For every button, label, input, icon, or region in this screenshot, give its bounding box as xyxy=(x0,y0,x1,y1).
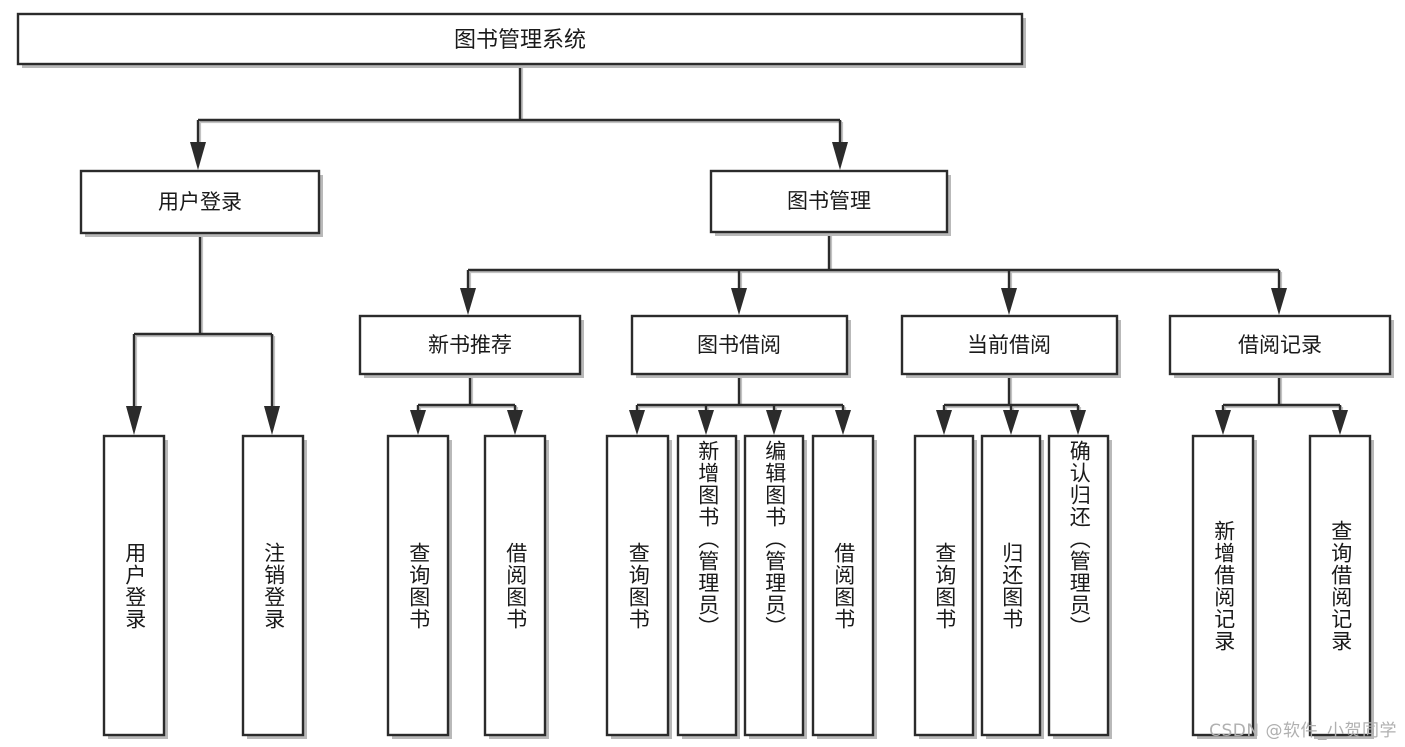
leaf-borrow-book-rect[interactable] xyxy=(811,434,875,737)
arrow-head-leaf-edit-book-admin xyxy=(766,410,782,435)
watermark: CSDN @软件_小贺同学 xyxy=(1209,721,1397,741)
arrow-head-user-login xyxy=(190,142,206,170)
leaf-query-book-borrow-rect[interactable] xyxy=(605,434,670,737)
node-current-borrow-label: 当前借阅 xyxy=(967,333,1051,357)
arrow-head-leaf-user-login xyxy=(126,406,142,435)
arrow-head-leaf-add-borrow-record xyxy=(1215,410,1231,435)
arrow-head-leaf-return-book xyxy=(1003,410,1019,435)
leaf-logout-rect[interactable] xyxy=(241,434,305,737)
node-borrow-record[interactable]: 借阅记录 xyxy=(1168,314,1394,378)
node-borrow-record-rect[interactable] xyxy=(1168,314,1392,376)
arrow-head-current-borrow xyxy=(1001,288,1017,315)
leaf-edit-book-admin-rect[interactable] xyxy=(743,434,805,737)
node-current-borrow-rect[interactable] xyxy=(900,314,1119,376)
leaf-node-rects xyxy=(102,434,1374,739)
node-borrow-record-label: 借阅记录 xyxy=(1238,333,1322,357)
leaf-borrow-book-recommend-rect[interactable] xyxy=(483,434,547,737)
node-new-book-recommend-rect[interactable] xyxy=(358,314,582,376)
arrow-head-leaf-query-borrow-record xyxy=(1332,410,1348,435)
connector-group-new-book-recommend xyxy=(410,374,523,435)
node-book-management[interactable]: 图书管理 xyxy=(709,169,951,236)
node-current-borrow[interactable]: 当前借阅 xyxy=(900,314,1121,378)
leaf-confirm-return-admin-rect[interactable] xyxy=(1047,434,1110,737)
node-user-login-label: 用户登录 xyxy=(158,190,242,214)
leaf-query-book-recommend-rect[interactable] xyxy=(386,434,450,737)
leaf-query-book-current-rect[interactable] xyxy=(913,434,975,737)
arrow-head-leaf-query-book-recommend xyxy=(410,410,426,435)
node-root-label: 图书管理系统 xyxy=(454,28,586,53)
arrow-head-borrow-record xyxy=(1271,288,1287,315)
node-root[interactable]: 图书管理系统 xyxy=(16,12,1026,68)
leaf-add-borrow-record-rect[interactable] xyxy=(1191,434,1255,737)
arrow-head-leaf-borrow-book-recommend xyxy=(507,410,523,435)
connector-group-book-borrow xyxy=(629,374,851,435)
connector-group-book-management xyxy=(460,232,1287,315)
connector-group-borrow-record xyxy=(1215,374,1348,435)
node-new-book-recommend[interactable]: 新书推荐 xyxy=(358,314,584,378)
node-book-management-rect[interactable] xyxy=(709,169,949,234)
node-user-login-rect[interactable] xyxy=(79,169,321,235)
node-user-login[interactable]: 用户登录 xyxy=(79,169,323,237)
node-root-rect[interactable] xyxy=(16,12,1024,66)
node-book-management-label: 图书管理 xyxy=(787,189,871,213)
node-book-borrow-rect[interactable] xyxy=(630,314,849,376)
arrow-head-leaf-query-book-borrow xyxy=(629,410,645,435)
connector-group-root xyxy=(190,64,848,170)
arrow-head-leaf-query-book-current xyxy=(936,410,952,435)
node-book-borrow[interactable]: 图书借阅 xyxy=(630,314,851,378)
connector-group-user-login xyxy=(126,233,280,435)
arrow-head-leaf-borrow-book xyxy=(835,410,851,435)
leaf-return-book-rect[interactable] xyxy=(980,434,1042,737)
connector-group-current-borrow xyxy=(936,374,1086,435)
arrow-head-leaf-add-book-admin xyxy=(698,410,714,435)
arrow-head-book-borrow xyxy=(731,288,747,315)
leaf-add-book-admin-rect[interactable] xyxy=(676,434,738,737)
leaf-user-login-rect[interactable] xyxy=(102,434,166,737)
arrow-head-book-management xyxy=(832,142,848,170)
leaf-query-borrow-record-rect[interactable] xyxy=(1308,434,1372,737)
arrow-head-new-book-recommend xyxy=(460,288,476,315)
node-book-borrow-label: 图书借阅 xyxy=(697,333,781,357)
node-new-book-recommend-label: 新书推荐 xyxy=(428,333,512,357)
arrow-head-leaf-confirm-return-admin xyxy=(1070,410,1086,435)
arrow-head-leaf-logout xyxy=(264,406,280,435)
